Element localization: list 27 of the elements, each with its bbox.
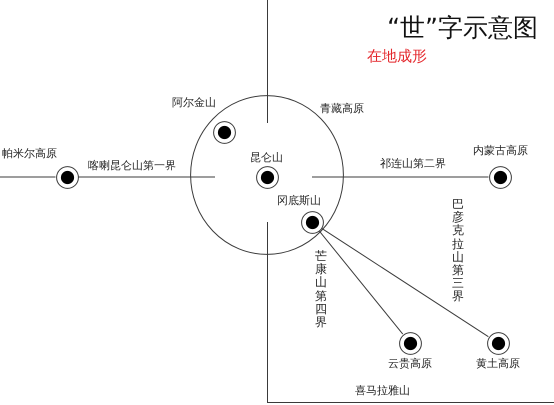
connector-line <box>312 176 489 178</box>
connector-line <box>78 176 216 178</box>
edge-label: 祁连山第二界 <box>380 157 446 170</box>
place-label: 云贵高原 <box>388 357 432 370</box>
connector-line <box>321 228 489 338</box>
connector-line <box>318 230 404 335</box>
ring-dot-icon <box>212 120 236 144</box>
ring-dot-icon <box>488 166 512 188</box>
place-label: 内蒙古高原 <box>473 144 528 158</box>
ring-dot-icon <box>486 332 510 354</box>
edge-label: 巴彦克拉山第三界 <box>452 198 464 304</box>
ring-dot-icon <box>300 210 324 234</box>
edge-label: 喀喇昆仑山第一界 <box>88 159 176 172</box>
subtitle: 在地成形 <box>367 47 427 65</box>
place-label: 青藏高原 <box>320 102 364 116</box>
edge-label: 芒康山第四界 <box>315 250 327 330</box>
place-label: 昆仑山 <box>250 151 283 164</box>
place-label: 黄土高原 <box>476 357 520 370</box>
place-label: 喜马拉雅山 <box>355 384 410 398</box>
ring-dot-icon <box>56 166 78 188</box>
title: “世”字示意图 <box>387 13 538 43</box>
ring-dot-icon <box>398 332 422 354</box>
place-label: 帕米尔高原 <box>2 147 57 160</box>
place-label: 阿尔金山 <box>172 96 216 110</box>
connector-line <box>0 176 56 178</box>
place-label: 冈底斯山 <box>277 194 321 208</box>
ring-dot-icon <box>256 166 278 188</box>
